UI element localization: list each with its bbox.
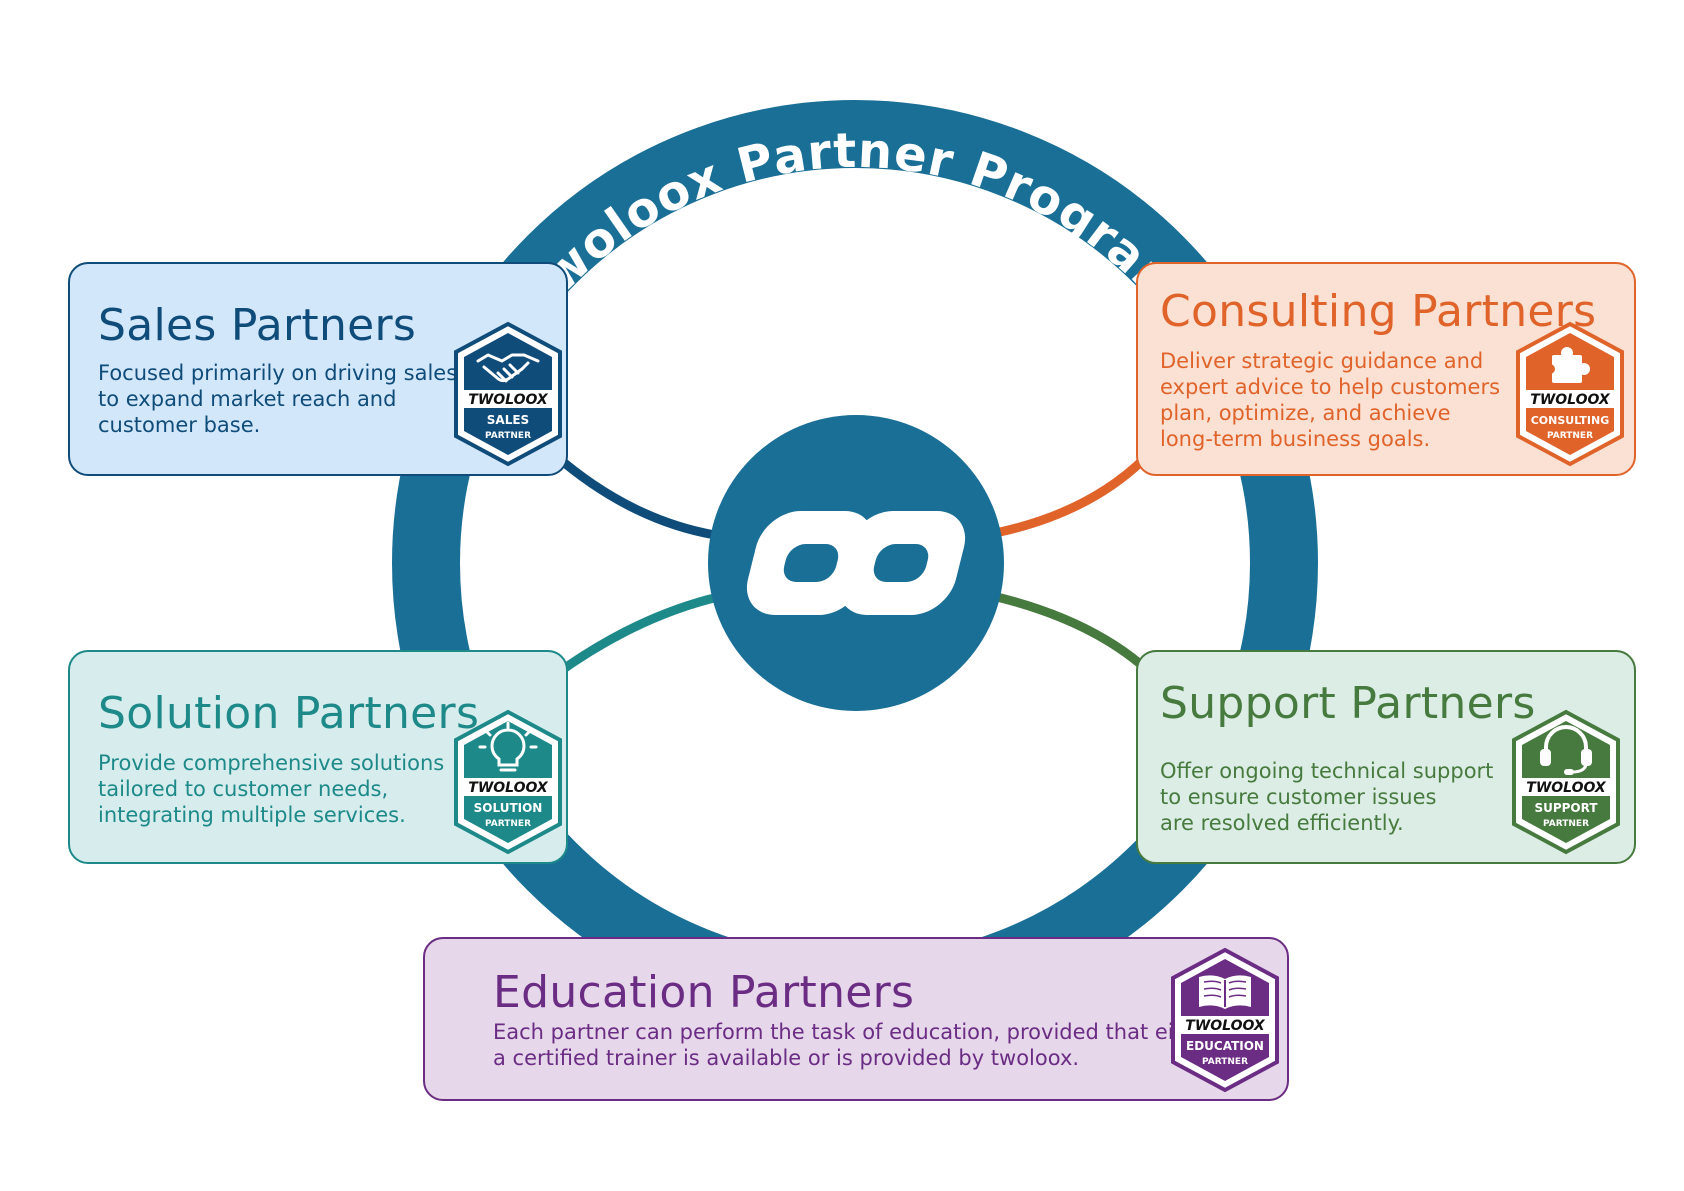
support-partners-card: Support Partners Offer ongoing technical… [1136,650,1636,864]
badge-brand: TWOLOOX [1530,392,1611,408]
badge-brand: TWOLOOX [468,392,549,408]
badge-brand: TWOLOOX [1526,780,1607,796]
badge-line1: SUPPORT [1534,801,1598,815]
lightbulb-icon [478,721,538,772]
badge-line1: SOLUTION [474,801,543,815]
consulting-partners-card: Consulting Partners Deliver strategic gu… [1136,262,1636,476]
solution-partners-card: Solution Partners Provide comprehensive … [68,650,568,864]
badge-line1: CONSULTING [1531,414,1610,427]
twoloox-infinity-logo-icon [746,511,966,615]
card-description: Deliver strategic guidance and expert ad… [1160,349,1501,451]
card-title: Sales Partners [98,300,417,351]
card-title: Support Partners [1160,678,1536,729]
handshake-icon [476,353,540,383]
card-description: Focused primarily on driving sales to ex… [98,361,458,437]
card-title: Consulting Partners [1160,286,1597,337]
badge-brand: TWOLOOX [468,780,549,796]
card-title: Education Partners [493,967,915,1018]
headset-icon [1540,725,1592,775]
consulting-partner-badge: TWOLOOX CONSULTING PARTNER [1516,321,1624,467]
badge-line2: PARTNER [1547,431,1593,441]
open-book-icon [1199,975,1251,1009]
connector-consulting [995,453,1150,537]
education-partner-badge: TWOLOOX EDUCATION PARTNER [1171,947,1279,1093]
badge-line1: EDUCATION [1186,1039,1264,1053]
connector-solution [550,592,723,680]
card-description: Provide comprehensive solutions tailored… [98,751,445,827]
puzzle-piece-icon [1545,347,1590,383]
sales-partners-card: Sales Partners Focused primarily on driv… [68,262,568,476]
connector-sales [550,450,720,540]
education-partners-card: Education Partners Each partner can perf… [423,937,1289,1101]
solution-partner-badge: TWOLOOX SOLUTION PARTNER [454,709,562,855]
connector-support [992,592,1150,673]
card-description: Each partner can perform the task of edu… [493,1020,1217,1070]
card-description: Offer ongoing technical support to ensur… [1160,759,1494,835]
badge-line1: SALES [487,413,529,427]
support-partner-badge: TWOLOOX SUPPORT PARTNER [1512,709,1620,855]
badge-line2: PARTNER [485,431,531,441]
badge-line2: PARTNER [1202,1057,1248,1067]
badge-line2: PARTNER [1543,819,1589,829]
card-title: Solution Partners [98,688,480,739]
program-title: twoloox Partner Program [513,123,1196,322]
badge-brand: TWOLOOX [1185,1018,1266,1034]
badge-line2: PARTNER [485,819,531,829]
sales-partner-badge: TWOLOOX SALES PARTNER [454,321,562,467]
